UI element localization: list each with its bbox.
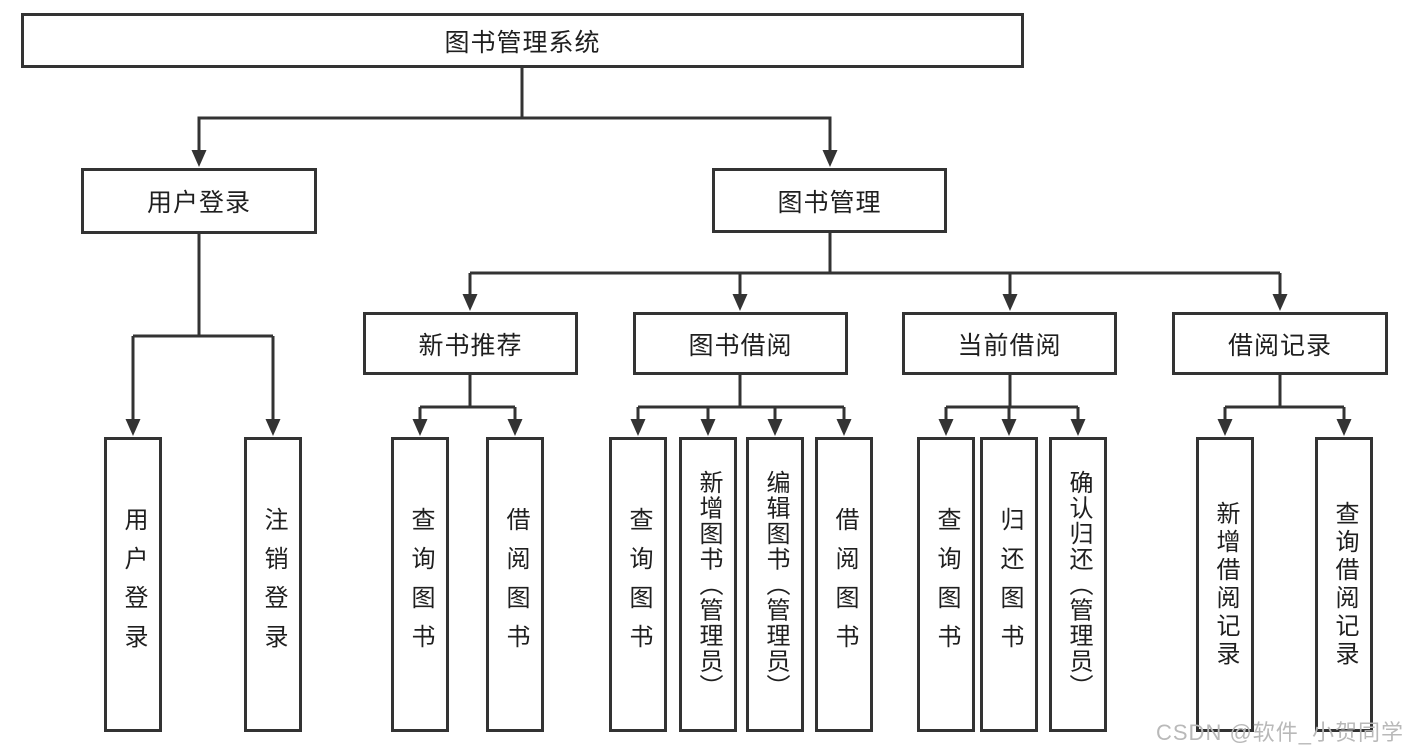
node-label: 用户登录: [146, 189, 251, 217]
leaf-label: 查询图书: [933, 506, 960, 663]
leaf-label: 确认归还（管理员）: [1065, 469, 1092, 700]
leaf-label: 查询图书: [407, 506, 434, 663]
node-borrowing-records: 借阅记录: [1172, 312, 1388, 375]
node-label: 图书管理系统: [444, 28, 601, 57]
node-new-book-recommend: 新书推荐: [363, 312, 578, 375]
leaf-confirm-return-admin: 确认归还（管理员）: [1049, 437, 1107, 732]
leaf-logout: 注销登录: [244, 437, 302, 732]
watermark: CSDN @软件_小贺同学: [1156, 720, 1405, 745]
leaf-query-borrow-record: 查询借阅记录: [1315, 437, 1373, 732]
leaf-edit-book-admin: 编辑图书（管理员）: [746, 437, 804, 732]
leaf-add-book-admin: 新增图书（管理员）: [679, 437, 737, 732]
node-library-management-system: 图书管理系统: [21, 13, 1024, 68]
leaf-add-borrow-record: 新增借阅记录: [1196, 437, 1254, 732]
node-label: 图书管理: [777, 188, 882, 217]
node-label: 图书借阅: [688, 331, 793, 360]
leaf-borrow-books-borrow: 借阅图书: [815, 437, 873, 732]
leaf-return-book: 归还图书: [980, 437, 1038, 732]
leaf-borrow-books-recommend: 借阅图书: [486, 437, 544, 732]
leaf-label: 查询图书: [625, 506, 652, 663]
leaf-label: 借阅图书: [502, 506, 529, 663]
leaf-label: 新增借阅记录: [1212, 500, 1239, 669]
leaf-label: 借阅图书: [831, 506, 858, 663]
leaf-query-books-current: 查询图书: [917, 437, 975, 732]
node-current-borrowing: 当前借阅: [902, 312, 1117, 375]
node-book-borrowing: 图书借阅: [633, 312, 848, 375]
leaf-label: 新增图书（管理员）: [695, 469, 722, 700]
node-label: 新书推荐: [418, 331, 523, 360]
node-label: 当前借阅: [957, 331, 1062, 360]
leaf-label: 归还图书: [996, 506, 1023, 663]
leaf-label: 用户登录: [120, 506, 147, 663]
node-user-login: 用户登录: [81, 168, 317, 234]
node-label: 借阅记录: [1227, 331, 1332, 360]
leaf-query-books-recommend: 查询图书: [391, 437, 449, 732]
leaf-label: 查询借阅记录: [1331, 500, 1358, 669]
leaf-label: 编辑图书（管理员）: [762, 469, 789, 700]
leaf-user-login: 用户登录: [104, 437, 162, 732]
node-book-management: 图书管理: [712, 168, 947, 233]
leaf-query-books-borrow: 查询图书: [609, 437, 667, 732]
leaf-label: 注销登录: [260, 506, 287, 663]
